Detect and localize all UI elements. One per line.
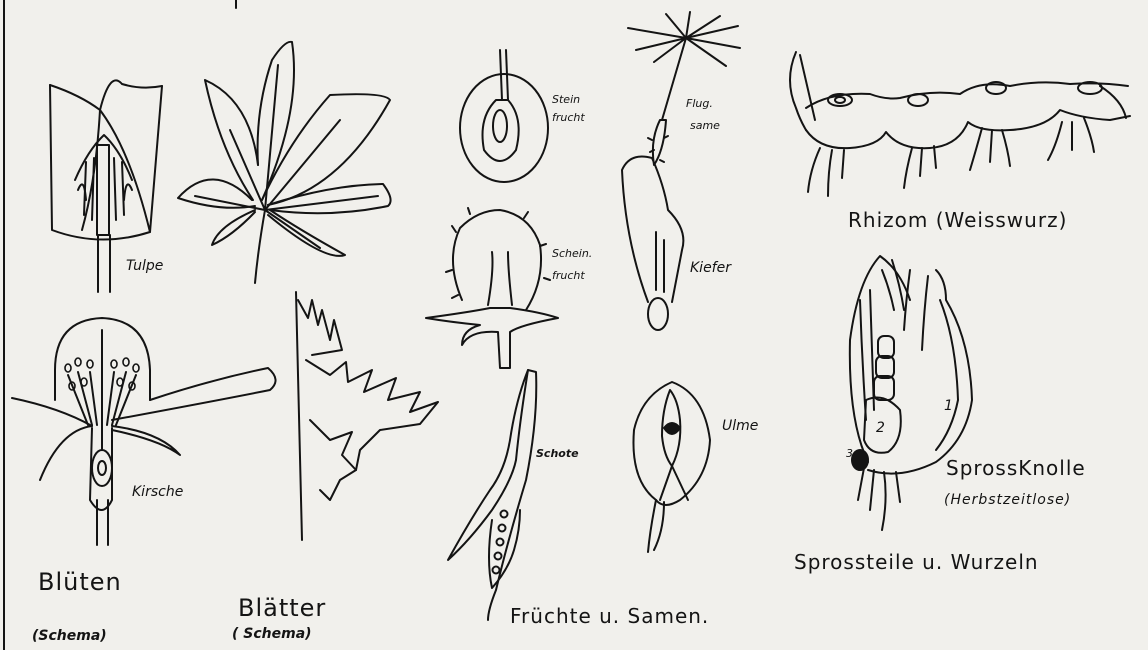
label-corm: SprossKnolle xyxy=(946,456,1086,480)
false-fruit-drawing xyxy=(426,208,558,368)
label-leaves-sub: ( Schema) xyxy=(232,626,312,642)
label-rhizome: Rhizom (Weisswurz) xyxy=(848,208,1067,232)
label-flowers: Blüten xyxy=(38,568,122,596)
palmate-leaf-drawing xyxy=(178,42,391,283)
label-flowers-sub: (Schema) xyxy=(32,628,107,644)
flying-seed-drawing xyxy=(628,12,740,165)
label-pine: Kiefer xyxy=(690,260,731,276)
label-leaves: Blätter xyxy=(238,594,326,622)
label-stone-fruit-2: frucht xyxy=(552,112,585,124)
label-false-fruit-1: Schein. xyxy=(552,248,592,260)
label-tulip: Tulpe xyxy=(126,258,163,274)
label-pod: Schote xyxy=(536,448,579,460)
rhizome-drawing xyxy=(790,52,1130,196)
label-cherry: Kirsche xyxy=(132,484,183,500)
label-shoots-roots: Sprossteile u. Wurzeln xyxy=(794,550,1039,574)
label-part-3: 3 xyxy=(846,448,853,460)
cherry-flower-drawing xyxy=(12,318,276,545)
label-autumn-crocus: (Herbstzeitlose) xyxy=(944,492,1071,508)
label-elm: Ulme xyxy=(722,418,758,434)
label-false-fruit-2: frucht xyxy=(552,270,585,282)
label-fruits-seeds: Früchte u. Samen. xyxy=(510,604,709,628)
label-part-2: 2 xyxy=(876,420,885,436)
label-part-1: 1 xyxy=(944,398,953,414)
elm-fruit-drawing xyxy=(633,382,710,552)
label-flying-seed-1: Flug. xyxy=(686,98,713,110)
pine-seed-drawing xyxy=(622,157,683,331)
corm-drawing xyxy=(850,256,972,530)
label-stone-fruit-1: Stein xyxy=(552,94,580,106)
stone-fruit-drawing xyxy=(460,50,548,182)
label-flying-seed-2: same xyxy=(690,120,720,132)
pod-drawing xyxy=(448,370,536,620)
serrated-leaf-drawing xyxy=(296,292,438,540)
